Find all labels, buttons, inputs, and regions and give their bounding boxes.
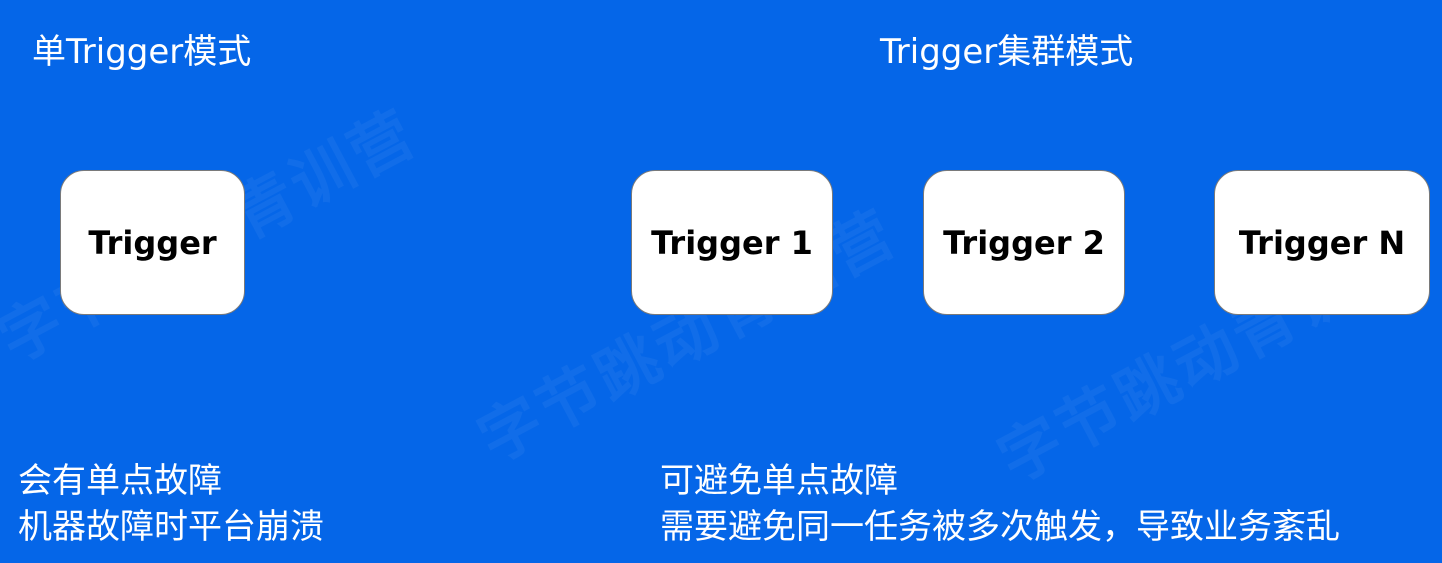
cluster-mode-title: Trigger集群模式 xyxy=(880,32,1134,72)
single-mode-notes: 会有单点故障 机器故障时平台崩溃 xyxy=(18,458,324,550)
trigger-node-2: Trigger 2 xyxy=(923,170,1125,315)
note-line: 可避免单点故障 xyxy=(660,461,898,501)
note-line: 需要避免同一任务被多次触发，导致业务紊乱 xyxy=(660,507,1340,547)
single-mode-title: 单Trigger模式 xyxy=(32,32,252,72)
trigger-node-1: Trigger 1 xyxy=(631,170,833,315)
trigger-node: Trigger xyxy=(60,170,245,315)
cluster-mode-notes: 可避免单点故障 需要避免同一任务被多次触发，导致业务紊乱 xyxy=(660,458,1340,550)
note-line: 会有单点故障 xyxy=(18,461,222,501)
note-line: 机器故障时平台崩溃 xyxy=(18,507,324,547)
trigger-node-n: Trigger N xyxy=(1214,170,1430,315)
